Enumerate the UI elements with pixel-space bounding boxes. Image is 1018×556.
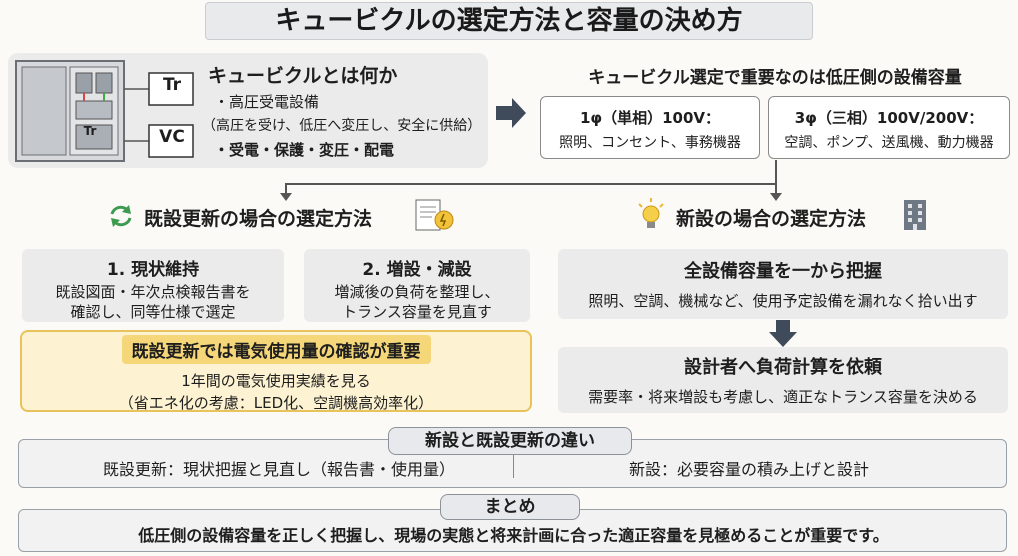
new-heading: 新設の場合の選定方法 (676, 208, 867, 230)
lightbulb-icon (638, 198, 664, 228)
item1-title: 1. 現状維持 (106, 260, 200, 280)
tr-inner-label: Tr (83, 124, 97, 138)
new-step1: 全設備容量を一から把握 照明、空調、機械など、使用予定設備を漏れなく拾い出す (558, 249, 1008, 319)
item1-line2: 確認し、同等仕様で選定 (70, 303, 236, 321)
three-phase-box: 3φ（三相）100V/200V： 空調、ポンプ、送風機、動力機器 (768, 96, 1010, 159)
step1-title: 全設備容量を一から把握 (684, 261, 882, 282)
page-title: キュービクルの選定方法と容量の決め方 (205, 2, 813, 40)
single-phase-text: 照明、コンセント、事務機器 (559, 135, 741, 151)
vc-label: VC (159, 127, 185, 147)
item2-line1: 増減後の負荷を整理し、 (334, 283, 500, 301)
connector-arrow-right (770, 183, 782, 201)
three-phase-title: 3φ（三相）100V/200V： (794, 109, 984, 127)
intro-heading: キュービクルとは何か (208, 65, 398, 87)
document-icon (415, 199, 454, 231)
intro-panel: Tr VC Tr キュービクルとは何か ・高圧受電設備 （高圧を受け、低圧へ変圧… (8, 53, 488, 168)
down-arrow-icon (769, 320, 797, 347)
item2-line2: トランス容量を見直す (342, 303, 492, 321)
item1-line1: 既設図面・年次点検報告書を (55, 283, 251, 301)
three-phase-text: 空調、ポンプ、送風機、動力機器 (784, 135, 994, 151)
right-arrow-icon (496, 98, 526, 128)
important-line1: 1年間の電気使用実績を見る (181, 372, 371, 390)
capacity-heading: キュービクル選定で重要なのは低圧側の設備容量 (588, 68, 962, 88)
difference-label: 新設と既設更新の違い (388, 427, 632, 455)
tr-label: Tr (162, 75, 182, 95)
summary-text: 低圧側の設備容量を正しく把握し、現場の実態と将来計画に合った適正容量を見極めるこ… (138, 526, 889, 545)
important-line2: （省エネ化の考慮：LED化、空調機高効率化） (118, 394, 434, 412)
building-icon (904, 200, 926, 230)
item2-title: 2. 増設・減設 (362, 260, 472, 280)
difference-left: 既設更新：現状把握と見直し（報告書・使用量） (102, 460, 455, 479)
step1-text: 照明、空調、機械など、使用予定設備を漏れなく拾い出す (588, 292, 978, 310)
existing-item-maintain: 1. 現状維持 既設図面・年次点検報告書を 確認し、同等仕様で選定 (22, 249, 284, 322)
important-heading: 既設更新では電気使用量の確認が重要 (121, 335, 431, 364)
intro-line3: ・受電・保護・変圧・配電 (214, 141, 395, 159)
intro-line1: ・高圧受電設備 (214, 93, 320, 111)
connector-arrow-left (280, 183, 292, 201)
existing-item-change: 2. 増設・減設 増減後の負荷を整理し、 トランス容量を見直す (304, 249, 530, 322)
existing-heading: 既設更新の場合の選定方法 (144, 208, 373, 230)
refresh-icon (110, 205, 132, 227)
cubicle-illustration (15, 60, 194, 162)
connector-horizontal (285, 183, 776, 185)
new-step2: 設計者へ負荷計算を依頼 需要率・将来増設も考慮し、適正なトランス容量を決める (558, 347, 1008, 413)
important-box: 既設更新では電気使用量の確認が重要 1年間の電気使用実績を見る （省エネ化の考慮… (20, 330, 532, 412)
connector-vertical (775, 160, 777, 184)
difference-divider (513, 454, 514, 478)
single-phase-title: 1φ（単相）100V： (579, 109, 721, 127)
step2-title: 設計者へ負荷計算を依頼 (684, 357, 882, 378)
difference-right: 新設：必要容量の積み上げと設計 (628, 460, 869, 479)
single-phase-box: 1φ（単相）100V： 照明、コンセント、事務機器 (540, 96, 760, 159)
summary-label: まとめ (440, 494, 580, 520)
step2-text: 需要率・将来増設も考慮し、適正なトランス容量を決める (588, 388, 978, 406)
intro-line2: （高圧を受け、低圧へ変圧し、安全に供給） (202, 118, 482, 134)
